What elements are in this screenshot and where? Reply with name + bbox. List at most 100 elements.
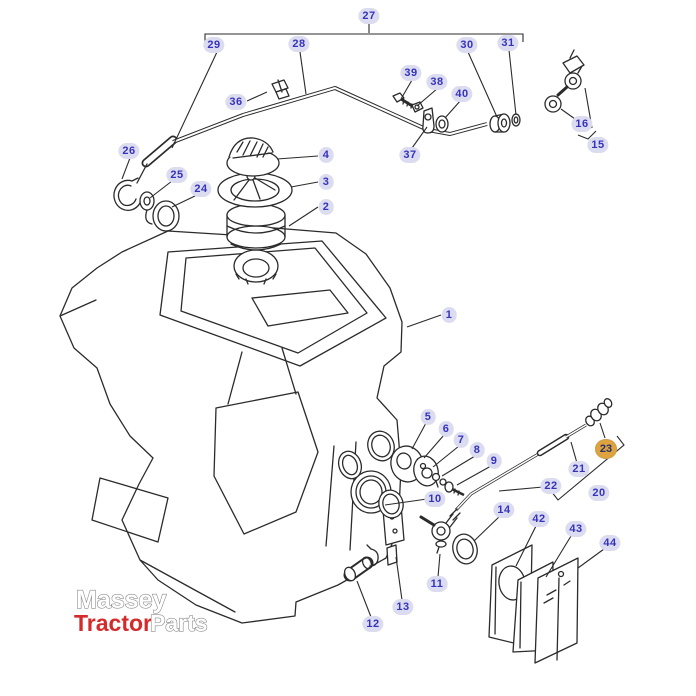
part-label-31[interactable]: 31 — [497, 35, 519, 51]
part-label-8[interactable]: 8 — [469, 442, 485, 458]
part-label-22[interactable]: 22 — [540, 478, 562, 494]
part-label-15[interactable]: 15 — [587, 137, 609, 153]
hook-25 — [139, 191, 155, 225]
part-label-1[interactable]: 1 — [441, 307, 457, 323]
leader-line — [400, 79, 413, 100]
leader-line — [473, 514, 502, 542]
part-label-16[interactable]: 16 — [571, 116, 593, 132]
part-label-20[interactable]: 20 — [588, 485, 610, 501]
part-label-29[interactable]: 29 — [203, 37, 225, 53]
vent-pipe-sleeve — [136, 135, 178, 184]
watermark-logo: Massey Tractor Parts — [74, 585, 208, 636]
leader-line — [560, 108, 576, 120]
leader-line — [395, 556, 403, 601]
leader-line — [384, 498, 428, 506]
leader-lines — [121, 22, 625, 618]
leader-line — [508, 49, 517, 116]
leader-line — [276, 155, 319, 160]
leader-line — [406, 314, 442, 328]
seal-ring-24 — [152, 200, 180, 232]
part-label-26[interactable]: 26 — [118, 143, 140, 159]
part-label-37[interactable]: 37 — [399, 147, 421, 163]
leader-line — [456, 465, 492, 486]
part-label-36[interactable]: 36 — [225, 94, 247, 110]
pipe-clip-36 — [271, 79, 290, 100]
filler-neck — [226, 203, 286, 251]
leader-line — [437, 553, 441, 578]
part-label-14[interactable]: 14 — [493, 502, 515, 518]
part-label-28[interactable]: 28 — [288, 36, 310, 52]
vent-pipe-28 — [172, 86, 488, 144]
shutoff-rod-assembly — [449, 398, 613, 521]
span-bracket — [204, 33, 524, 42]
leader-line — [121, 157, 131, 180]
tap-seal-14 — [452, 533, 478, 565]
leader-line — [246, 91, 268, 102]
drain-plug-12 — [343, 556, 374, 582]
watermark-parts: Parts — [150, 610, 208, 636]
part-label-11[interactable]: 11 — [426, 576, 448, 592]
part-label-9[interactable]: 9 — [486, 453, 502, 469]
leader-line — [467, 51, 498, 118]
filler-cap — [226, 137, 280, 177]
leader-line — [171, 194, 198, 208]
leader-line — [411, 126, 428, 149]
leader-line — [599, 422, 606, 439]
leader-line — [149, 180, 173, 199]
leader-line — [299, 51, 307, 95]
part-label-24[interactable]: 24 — [190, 181, 212, 197]
watermark-tractor: Tractor — [74, 610, 152, 636]
part-label-13[interactable]: 13 — [392, 599, 414, 615]
span-bracket — [550, 435, 625, 501]
part-label-4[interactable]: 4 — [318, 147, 334, 163]
watermark-massey: Massey — [76, 586, 166, 614]
leader-line — [423, 434, 445, 459]
part-label-21[interactable]: 21 — [568, 461, 590, 477]
leader-line — [416, 87, 439, 107]
part-label-6[interactable]: 6 — [438, 421, 454, 437]
part-label-44[interactable]: 44 — [599, 535, 621, 551]
part-label-10[interactable]: 10 — [424, 491, 446, 507]
leader-line — [515, 525, 537, 567]
leader-line — [171, 51, 218, 149]
part-label-42[interactable]: 42 — [528, 511, 550, 527]
leader-line — [444, 99, 462, 119]
leader-line — [498, 486, 544, 492]
part-label-27[interactable]: 27 — [358, 8, 380, 24]
panel-44 — [534, 557, 579, 664]
pipe-clamp-37 — [422, 107, 435, 134]
leader-line — [290, 181, 319, 188]
part-label-40[interactable]: 40 — [451, 86, 473, 102]
screw-8 — [439, 478, 447, 486]
part-label-3[interactable]: 3 — [318, 174, 334, 190]
part-label-38[interactable]: 38 — [426, 74, 448, 90]
leader-line — [288, 206, 319, 227]
pipe-union-30 — [489, 113, 511, 133]
part-label-12[interactable]: 12 — [362, 616, 384, 632]
fuel-tap-15 — [556, 49, 585, 97]
leader-line — [441, 455, 476, 477]
span-bracket — [577, 130, 597, 140]
leader-line — [577, 548, 605, 569]
tank-tap-11 — [419, 513, 458, 554]
part-label-25[interactable]: 25 — [166, 167, 188, 183]
part-label-23[interactable]: 23 — [595, 439, 617, 459]
part-label-5[interactable]: 5 — [420, 409, 436, 425]
part-label-30[interactable]: 30 — [456, 37, 478, 53]
part-label-7[interactable]: 7 — [453, 432, 469, 448]
washer-40 — [435, 115, 449, 133]
leader-line — [545, 535, 572, 578]
leader-line — [356, 580, 372, 618]
gauge-ring — [217, 171, 293, 208]
tap-washer-16 — [544, 95, 562, 113]
leader-line — [570, 441, 578, 464]
part-label-39[interactable]: 39 — [400, 65, 422, 81]
part-label-2[interactable]: 2 — [318, 199, 334, 215]
leader-line — [411, 422, 427, 450]
leader-line — [432, 445, 460, 468]
part-label-43[interactable]: 43 — [565, 521, 587, 537]
bolt-9 — [444, 481, 454, 493]
